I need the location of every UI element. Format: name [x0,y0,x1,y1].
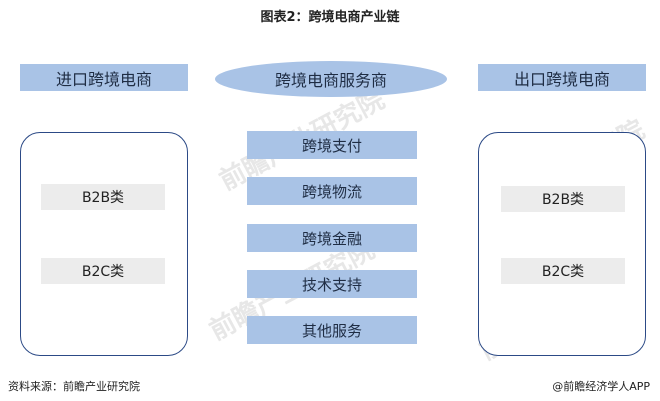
import-b2c-category: B2C类 [41,258,165,284]
export-ecommerce-panel [478,132,646,356]
import-b2b-category: B2B类 [41,184,165,210]
export-ecommerce-header: 出口跨境电商 [478,64,646,91]
chart-title: 图表2：跨境电商产业链 [260,10,400,25]
service-technical-support: 技术支持 [247,270,417,298]
source-note: 资料来源：前瞻产业研究院 [8,380,140,393]
service-provider-title: 跨境电商服务商 [215,61,447,97]
credit-note: @前瞻经济学人APP [552,380,650,393]
import-ecommerce-panel [20,132,188,356]
service-cross-border-finance: 跨境金融 [247,224,417,252]
export-b2b-category: B2B类 [501,186,625,212]
service-cross-border-payment: 跨境支付 [247,131,417,159]
export-b2c-category: B2C类 [501,258,625,284]
service-other: 其他服务 [247,316,417,344]
import-ecommerce-header: 进口跨境电商 [20,64,188,91]
service-cross-border-logistics: 跨境物流 [247,177,417,205]
